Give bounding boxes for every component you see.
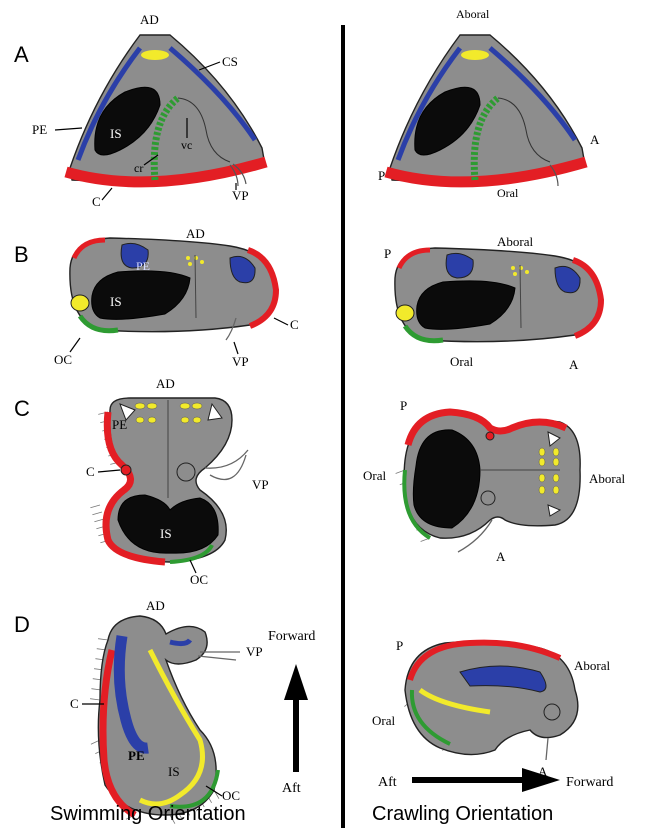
label-d-C: C — [70, 696, 79, 711]
label-b2-aboral: Aboral — [497, 234, 533, 249]
label-a-AD: AD — [140, 12, 159, 27]
label-c2-oral: Oral — [363, 468, 386, 483]
label-b-PE: PE — [136, 259, 150, 273]
label-c-OC: OC — [190, 572, 208, 587]
panel-label-b: B — [14, 242, 29, 267]
label-d-OC: OC — [222, 788, 240, 803]
label-d-PE: PE — [128, 748, 145, 763]
panel-a-crawling — [386, 35, 586, 186]
panel-b-crawling — [395, 248, 602, 342]
label-a-PE: PE — [32, 122, 47, 137]
label-b-AD: AD — [186, 226, 205, 241]
label-forward-horizontal: Forward — [566, 775, 613, 790]
label-a2-oral: Oral — [497, 186, 519, 200]
caption-swimming: Swimming Orientation — [50, 803, 246, 825]
label-a2-A: A — [590, 132, 600, 147]
panel-d-crawling — [405, 641, 578, 760]
label-aft-horizontal: Aft — [378, 775, 397, 790]
label-c-C: C — [86, 464, 95, 479]
panel-d-swimming — [98, 616, 240, 815]
panel-label-a: A — [14, 42, 29, 67]
label-a2-aboral: Aboral — [456, 7, 490, 21]
panel-c-swimming — [106, 398, 248, 562]
panel-label-c: C — [14, 396, 30, 421]
label-c-PE: PE — [112, 417, 127, 432]
label-b-IS: IS — [110, 294, 122, 309]
label-d-AD: AD — [146, 598, 165, 613]
label-b2-P: P — [384, 246, 391, 261]
label-a-cr: cr — [134, 161, 143, 175]
label-c-AD: AD — [156, 376, 175, 391]
label-d2-P: P — [396, 638, 403, 653]
label-b2-A: A — [569, 357, 579, 372]
label-a-CS: CS — [222, 54, 238, 69]
label-aft-vertical: Aft — [282, 781, 301, 796]
label-b-C: C — [290, 317, 299, 332]
label-c2-P: P — [400, 398, 407, 413]
label-d-IS: IS — [168, 764, 180, 779]
label-a-C: C — [92, 194, 101, 209]
label-d2-aboral: Aboral — [574, 658, 610, 673]
label-a-vc: vc — [181, 138, 192, 152]
label-b-VP: VP — [232, 354, 249, 369]
statocyst — [141, 50, 169, 60]
panel-b-swimming — [70, 238, 277, 340]
label-b2-oral: Oral — [450, 354, 473, 369]
label-a2-P: P — [378, 168, 385, 183]
forward-arrow-vertical — [284, 664, 308, 772]
label-d-VP: VP — [246, 644, 263, 659]
label-c-IS: IS — [160, 526, 172, 541]
panel-label-d: D — [14, 612, 30, 637]
label-c2-A: A — [496, 549, 506, 564]
label-forward-vertical: Forward — [268, 629, 315, 644]
label-c-VP: VP — [252, 477, 269, 492]
label-a-VP: VP — [232, 188, 249, 203]
label-b-OC: OC — [54, 352, 72, 367]
label-c2-aboral: Aboral — [589, 471, 625, 486]
caption-crawling: Crawling Orientation — [372, 803, 553, 825]
label-a-IS: IS — [110, 126, 122, 141]
panel-c-crawling — [404, 412, 580, 552]
label-d2-oral: Oral — [372, 713, 395, 728]
